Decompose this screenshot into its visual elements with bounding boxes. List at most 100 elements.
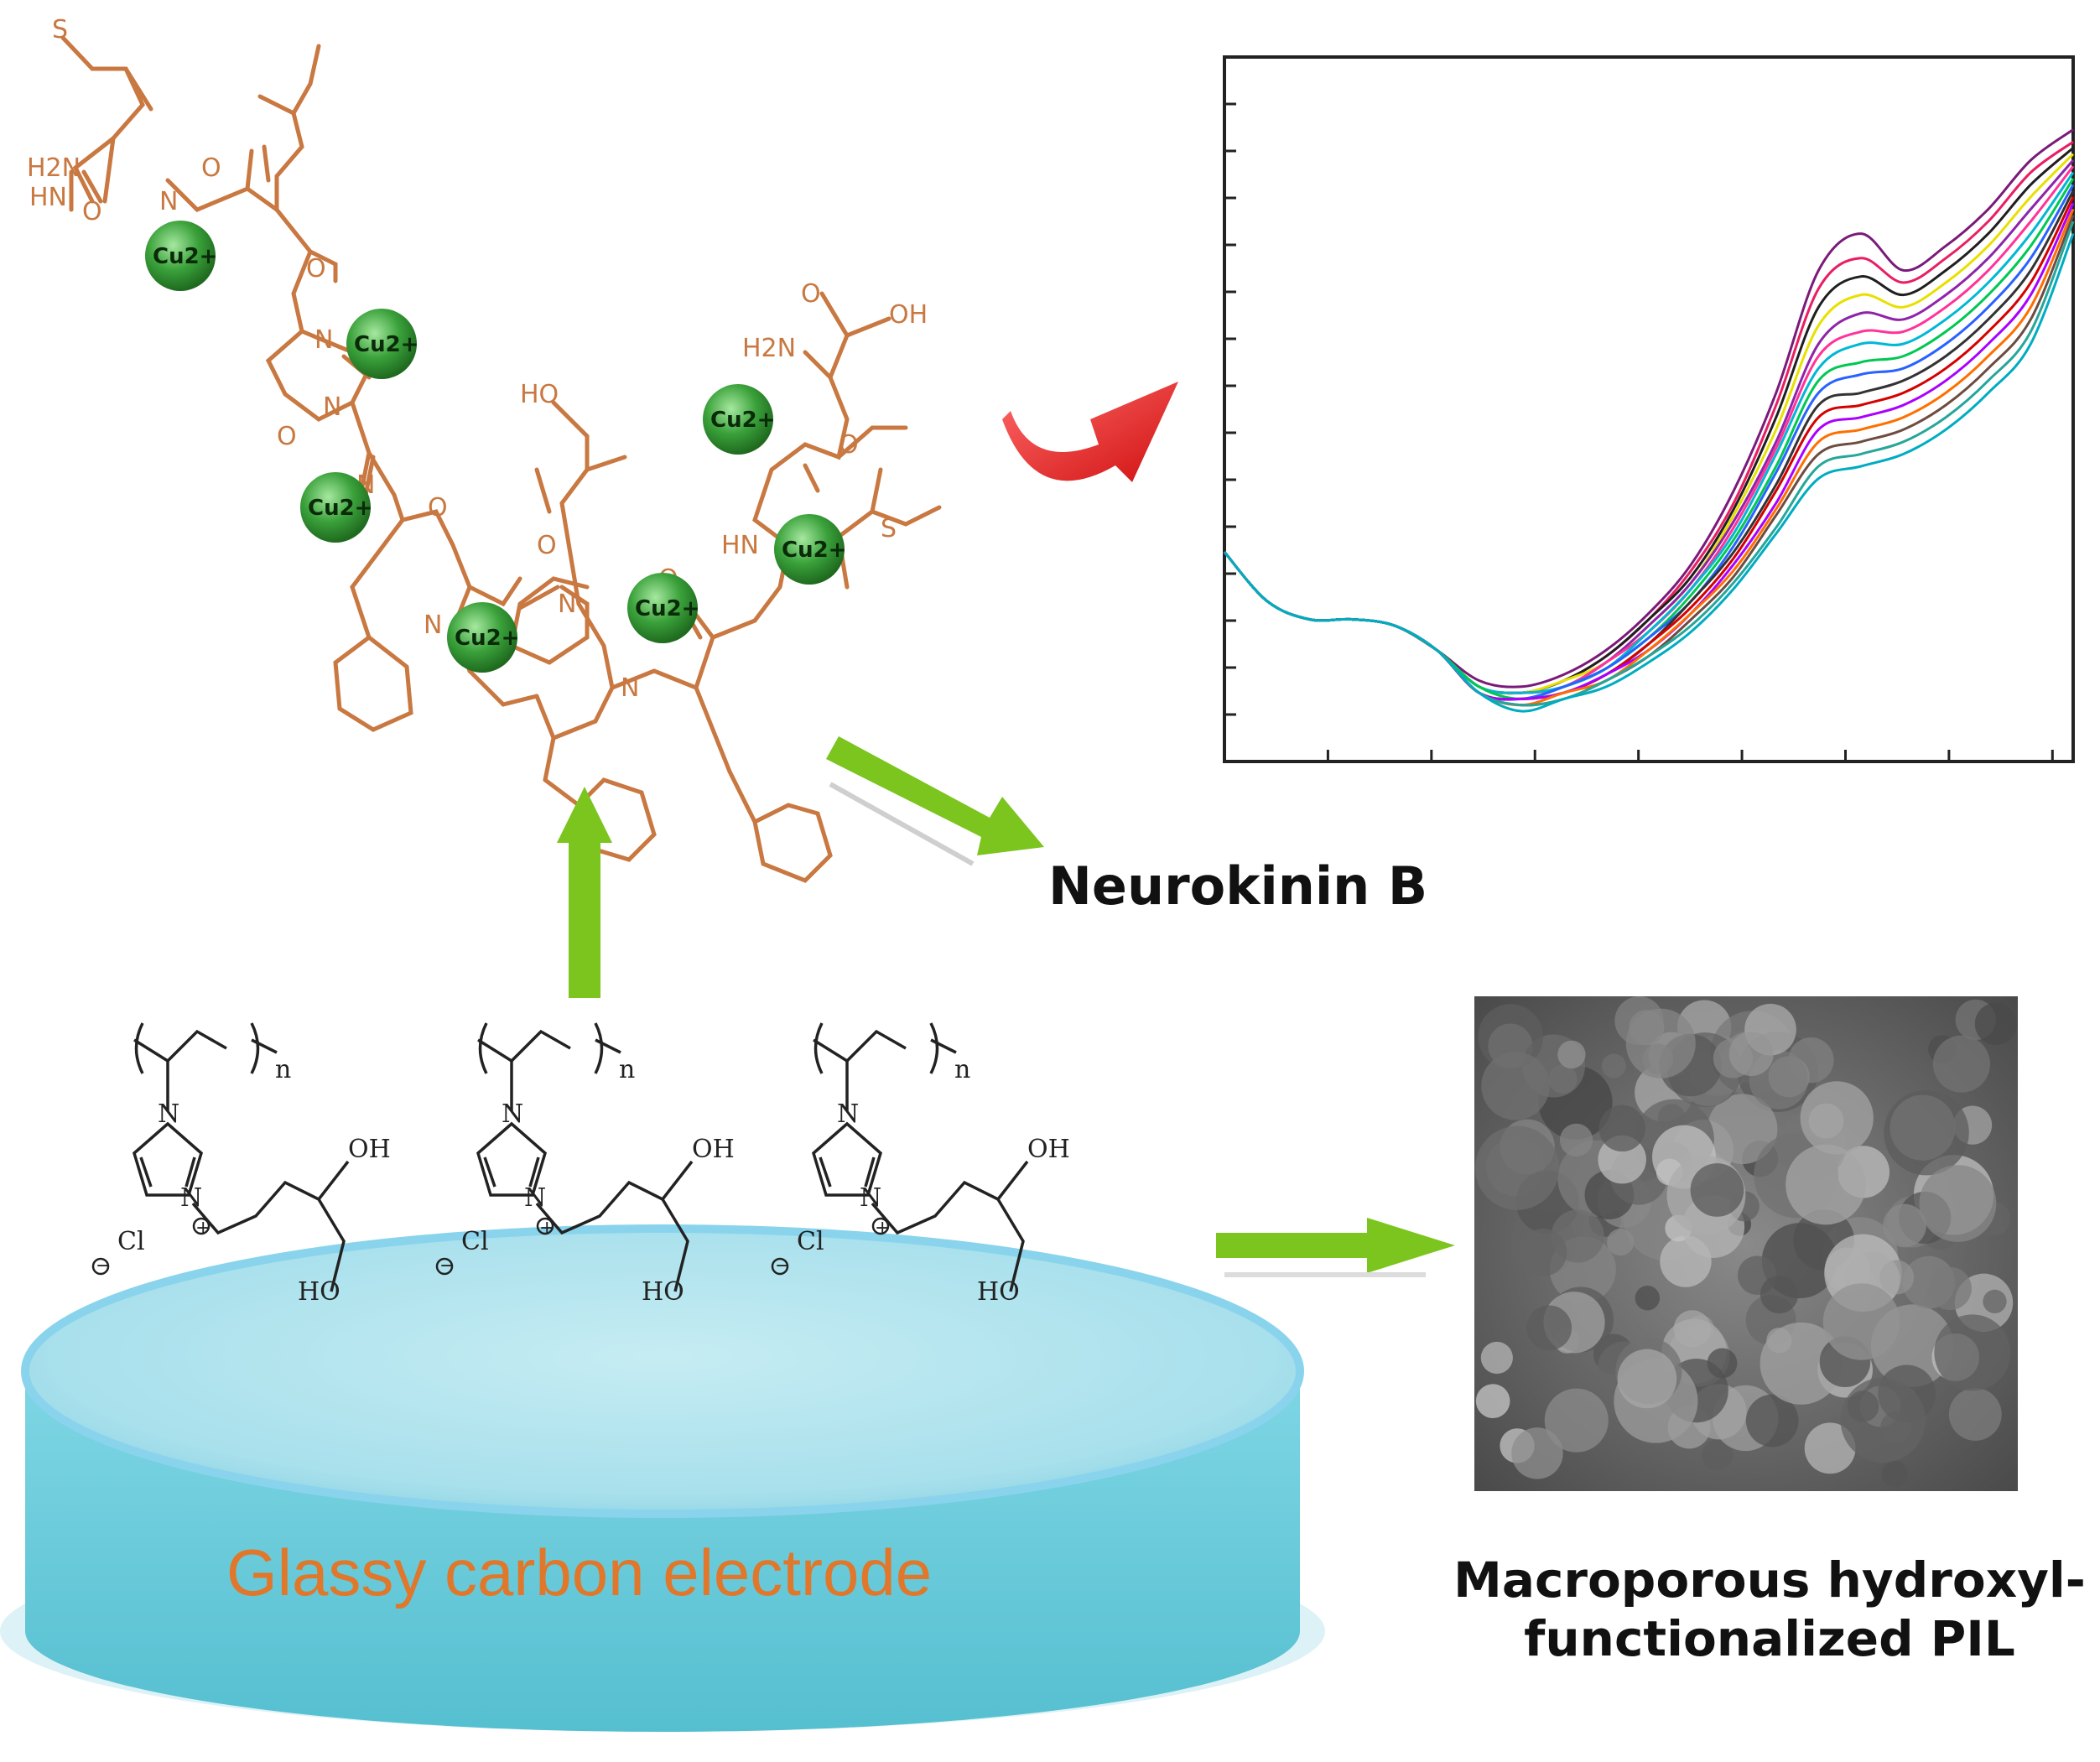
sem-particle (1481, 1052, 1550, 1120)
sem-particle (1800, 1081, 1874, 1155)
atom-label: H2N (27, 153, 81, 183)
atom-label: N (558, 590, 576, 619)
svg-text:+: + (539, 1218, 554, 1239)
atom-label: O (82, 197, 102, 226)
polymer-atom: n (619, 1055, 635, 1084)
pil-caption-line: functionalized PIL (1524, 1609, 2015, 1667)
sem-particle (1786, 1144, 1866, 1225)
sem-particle (1702, 1439, 1734, 1471)
sem-particle (1983, 1289, 2007, 1314)
polymer-atom: Cl (461, 1227, 489, 1256)
sem-particle (1475, 1384, 1510, 1418)
glassy-carbon-electrode (0, 1224, 1325, 1732)
atom-label: OH (889, 300, 928, 330)
svg-text:−: − (439, 1255, 455, 1276)
series-line (1223, 233, 2075, 713)
sem-particle (1934, 1314, 2011, 1391)
sem-particle (1760, 1275, 1799, 1314)
electrode-label: Glassy carbon electrode (226, 1536, 933, 1609)
sem-particle (1822, 1283, 1900, 1360)
sem-particle (1625, 1008, 1696, 1079)
sem-particle (1932, 1035, 1991, 1093)
neurokinin-b-structure: H2N HN N N N N N N N HN HO OH H2N S S O … (27, 15, 942, 883)
pil-caption-line: Macroporous hydroxyl- (1453, 1551, 2086, 1609)
sem-particle (1824, 1247, 1871, 1293)
pil-polymer-chains: N N OH HO Cl n + − N N OH HO Cl (91, 1022, 1070, 1307)
polymer-atom: OH (1027, 1135, 1070, 1164)
atom-label: O (839, 430, 859, 460)
chart-ticks (1224, 102, 2054, 761)
arrow-right-icon (1216, 1218, 1455, 1277)
arrow-to-neurokinin-icon (826, 736, 1044, 866)
copper-ion: Cu2+ (346, 309, 418, 379)
arrow-up-icon (557, 787, 612, 998)
copper-ion: Cu2+ (774, 514, 846, 585)
atom-label: N (159, 187, 178, 216)
sem-particle (1919, 1165, 1997, 1242)
sem-particle (1881, 1460, 1908, 1488)
sem-particle (1548, 1064, 1578, 1094)
svg-text:−: − (775, 1255, 790, 1276)
polymer-atom: HO (298, 1277, 340, 1307)
copper-ion: Cu2+ (627, 573, 699, 643)
sem-particle (1559, 1123, 1593, 1157)
sem-particle (1804, 1422, 1856, 1474)
atom-label: N (314, 325, 333, 355)
atom-label: N (323, 392, 341, 422)
polymer-atom: N (502, 1099, 523, 1129)
neurokinin-b-label: Neurokinin B (1048, 855, 1428, 917)
svg-text:+: + (195, 1218, 211, 1239)
polymer-atom: Cl (117, 1227, 145, 1256)
sem-particle (1974, 1002, 2018, 1046)
svg-text:−: − (96, 1255, 111, 1276)
sem-particle (1601, 1053, 1626, 1079)
atom-label: O (306, 254, 326, 283)
sem-micrograph (1474, 996, 2018, 1491)
atom-label: S (881, 514, 897, 543)
copper-ion: Cu2+ (703, 384, 775, 455)
atom-label: N (621, 673, 639, 703)
atom-label: HN (29, 183, 67, 212)
sem-particle (1690, 1163, 1744, 1217)
atom-label: S (52, 15, 68, 44)
polymer-atom: N (180, 1183, 202, 1213)
atom-label: N (424, 611, 442, 640)
sem-particle (1617, 1349, 1677, 1409)
sem-particle (1475, 1125, 1560, 1210)
copper-ion-label: Cu2+ (710, 408, 775, 433)
sem-particle (1728, 1032, 1774, 1077)
copper-ion: Cu2+ (300, 472, 372, 543)
sem-particle (1745, 1394, 1799, 1448)
sem-particle (1948, 1388, 2002, 1441)
sem-particle (1840, 1377, 1926, 1463)
sem-particle (1884, 1089, 1969, 1176)
polymer-atom: n (275, 1055, 291, 1084)
atom-label: HN (721, 531, 759, 560)
polymer-unit: N N OH HO Cl n + − (91, 1022, 391, 1307)
sem-particle (1766, 1328, 1792, 1354)
atom-label: O (537, 531, 557, 560)
polymer-unit: N N OH HO Cl n + − (771, 1022, 1070, 1307)
polymer-atom: N (837, 1099, 859, 1129)
atom-label: O (277, 422, 297, 451)
sem-particle (1607, 1228, 1635, 1256)
copper-ion-label: Cu2+ (308, 496, 372, 521)
polymer-atom: N (860, 1183, 881, 1213)
copper-ion: Cu2+ (145, 221, 217, 291)
polymer-unit: N N OH HO Cl n + − (435, 1022, 735, 1307)
sem-particle (1557, 1040, 1586, 1069)
copper-ion-label: Cu2+ (153, 244, 217, 269)
sem-particle (1635, 1286, 1661, 1311)
curved-arrow-icon (1002, 382, 1178, 482)
atom-label: O (428, 493, 448, 522)
atom-label: O (201, 153, 221, 183)
copper-ion-label: Cu2+ (455, 626, 519, 651)
atom-label: HO (520, 380, 559, 409)
polymer-atom: HO (977, 1277, 1020, 1307)
copper-ion-label: Cu2+ (354, 332, 418, 357)
svg-text:+: + (875, 1218, 890, 1239)
sem-particle (1707, 1094, 1778, 1165)
atom-label: O (801, 279, 821, 309)
polymer-atom: OH (348, 1135, 391, 1164)
sem-particle (1883, 1203, 1926, 1248)
